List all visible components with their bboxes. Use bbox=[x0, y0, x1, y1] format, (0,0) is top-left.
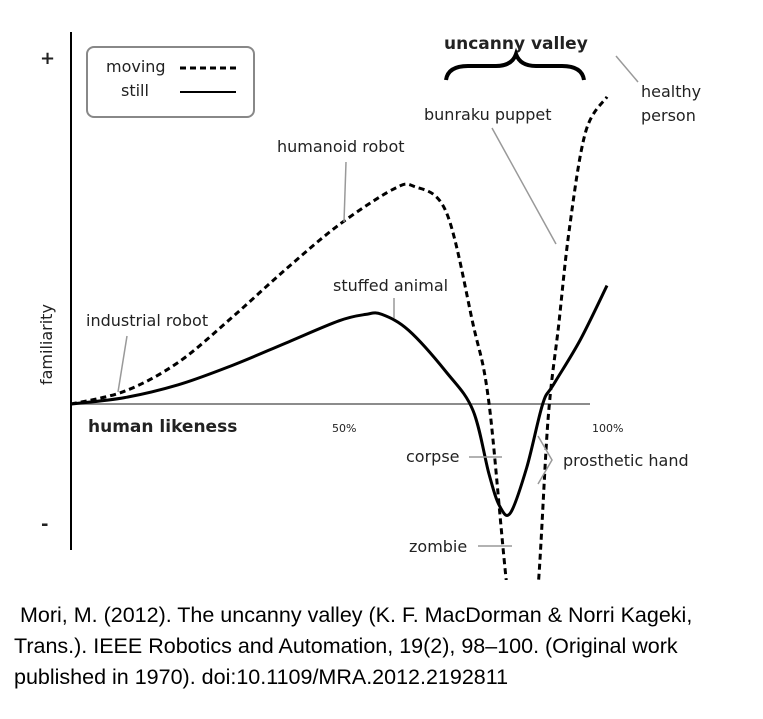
annotation-corpse: corpse bbox=[406, 447, 460, 466]
annotation-zombie: zombie bbox=[409, 537, 467, 556]
leader-healthy-person bbox=[615, 55, 639, 83]
annotation-humanoid-robot: humanoid robot bbox=[277, 137, 405, 156]
citation-line-3: published in 1970). doi:10.1109/MRA.2012… bbox=[14, 665, 509, 690]
legend-still-label: still bbox=[121, 81, 149, 100]
legend-box bbox=[86, 46, 255, 118]
y-tick-minus: - bbox=[41, 514, 48, 535]
uncanny-valley-chart: + - familiarity human likeness 50% 100% … bbox=[37, 32, 701, 580]
annotation-person: person bbox=[641, 106, 696, 125]
y-tick-plus: + bbox=[40, 48, 55, 69]
y-axis-label: familiarity bbox=[37, 304, 56, 385]
leader-bunraku-puppet bbox=[491, 127, 557, 245]
x-tick-100: 100% bbox=[592, 422, 623, 435]
chart-title: uncanny valley bbox=[444, 34, 588, 54]
citation-line-2: Trans.). IEEE Robotics and Automation, 1… bbox=[14, 634, 678, 659]
annotation-healthy: healthy bbox=[641, 82, 701, 101]
leader-humanoid-robot bbox=[343, 161, 347, 223]
leader-industrial-robot bbox=[117, 335, 128, 393]
x-axis-label: human likeness bbox=[88, 417, 237, 437]
citation-line-1: Mori, M. (2012). The uncanny valley (K. … bbox=[14, 603, 693, 627]
legend-moving-label: moving bbox=[106, 57, 166, 76]
x-tick-50: 50% bbox=[332, 422, 356, 435]
leader-prosthetic-hand bbox=[537, 435, 553, 485]
annotation-bunraku-puppet: bunraku puppet bbox=[424, 105, 552, 124]
valley-brace bbox=[444, 47, 586, 81]
annotation-prosthetic-hand: prosthetic hand bbox=[563, 451, 689, 470]
series-moving-line bbox=[70, 95, 609, 580]
annotation-stuffed-animal: stuffed animal bbox=[333, 276, 448, 295]
citation: Mori, M. (2012). The uncanny valley (K. … bbox=[14, 600, 754, 694]
series-still-line bbox=[70, 284, 609, 517]
annotation-industrial-robot: industrial robot bbox=[86, 311, 208, 330]
